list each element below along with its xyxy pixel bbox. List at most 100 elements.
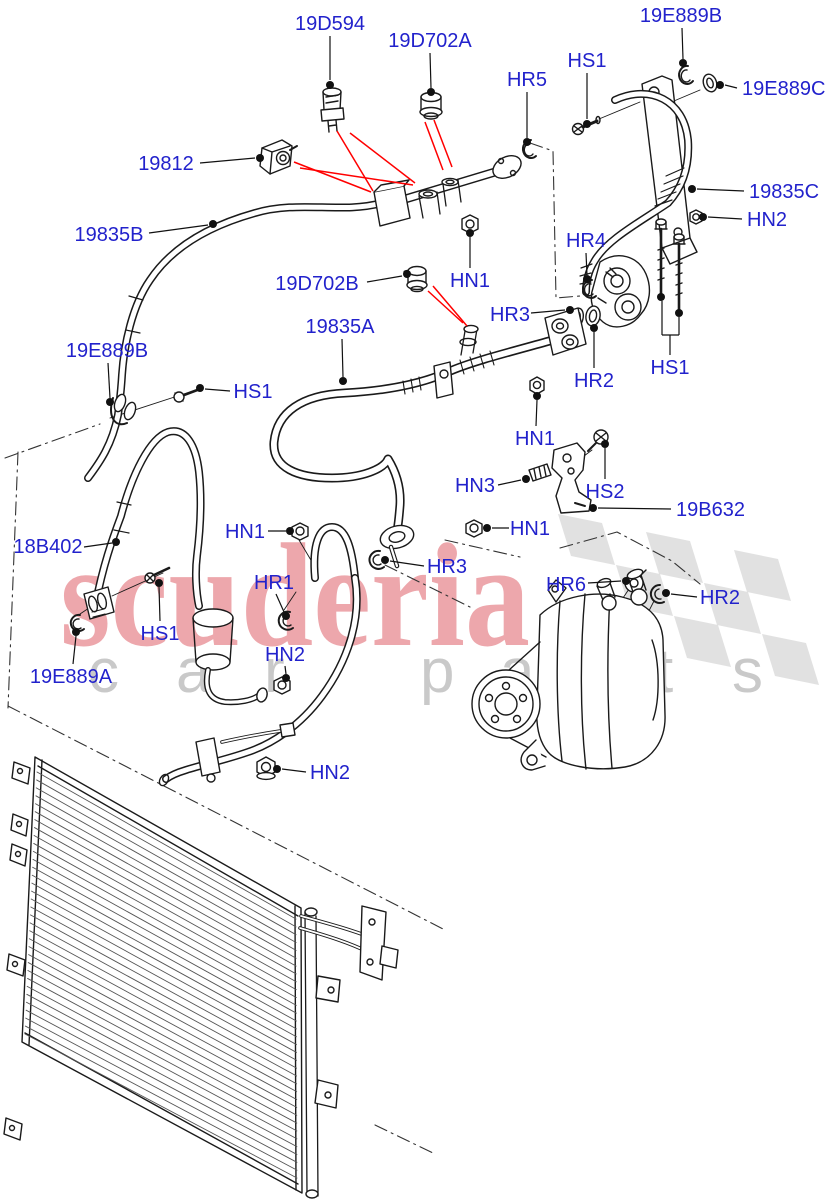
part-label-hn2[interactable]: HN2 — [265, 644, 305, 666]
part-label-19812[interactable]: 19812 — [138, 153, 194, 175]
illustration — [3, 64, 718, 1199]
condenser-illustration — [3, 756, 399, 1199]
nut-hn1-left — [291, 522, 309, 541]
part-label-hs1[interactable]: HS1 — [234, 381, 273, 403]
receiver-drier — [192, 608, 268, 706]
hook-hr2-bottom — [649, 583, 665, 604]
part-label-19d702a[interactable]: 19D702A — [388, 30, 472, 52]
leader-line — [199, 157, 256, 164]
flag-square — [734, 550, 791, 601]
leader-dot — [622, 577, 630, 585]
leader-dot — [657, 293, 665, 301]
port-block — [590, 255, 651, 328]
leader-line — [107, 362, 111, 399]
watermark: scuderia carparts — [60, 514, 819, 706]
part-label-19835c[interactable]: 19835C — [749, 181, 819, 203]
leader-dot — [282, 612, 290, 620]
leader-dot — [326, 81, 334, 89]
part-label-19835b[interactable]: 19835B — [75, 224, 144, 246]
part-label-hr4[interactable]: HR4 — [566, 230, 606, 252]
leader-line — [585, 252, 588, 276]
leader-dot — [155, 579, 163, 587]
bolts-hs1-right — [654, 218, 686, 314]
part-label-hr5[interactable]: HR5 — [507, 69, 547, 91]
leader-dot — [273, 765, 281, 773]
condenser-inlet-pipes — [298, 905, 399, 981]
hose-to-condenser — [158, 523, 361, 787]
clip-19e889b-top — [678, 64, 694, 85]
leader-dot — [72, 628, 80, 636]
part-label-hr2[interactable]: HR2 — [574, 370, 614, 392]
leader-dot — [483, 524, 491, 532]
leader-line — [681, 27, 684, 60]
leader-line — [587, 580, 622, 584]
part-label-hn1[interactable]: HN1 — [450, 270, 490, 292]
stud-hn3 — [528, 463, 552, 482]
leader-dot — [662, 589, 670, 597]
leader-dot — [403, 270, 411, 278]
install-indicator-line — [432, 285, 468, 327]
leader-dot — [601, 440, 609, 448]
hose-19835b — [84, 199, 386, 482]
clip-19e889b-left — [110, 393, 137, 426]
install-indicator-line — [293, 161, 372, 193]
part-label-hr2[interactable]: HR2 — [700, 587, 740, 609]
leader-line — [148, 224, 209, 234]
install-indicator-line — [433, 119, 453, 168]
part-label-hn3[interactable]: HN3 — [455, 475, 495, 497]
part-label-hs1[interactable]: HS1 — [141, 623, 180, 645]
compressor-illustration — [471, 568, 666, 771]
leader-line — [275, 593, 285, 613]
part-label-hs1[interactable]: HS1 — [568, 50, 607, 72]
leader-dot — [675, 309, 683, 317]
part-label-19d594[interactable]: 19D594 — [295, 13, 365, 35]
watermark-letter: p — [420, 637, 454, 706]
part-label-19b632[interactable]: 19B632 — [676, 499, 745, 521]
part-label-19d702b[interactable]: 19D702B — [275, 273, 358, 295]
leader-line — [535, 399, 538, 427]
leader-line — [597, 507, 672, 510]
leader-dot — [282, 674, 290, 682]
part-label-hn2[interactable]: HN2 — [747, 209, 787, 231]
leader-dot — [106, 398, 114, 406]
flag-square — [704, 583, 761, 634]
part-label-hr1[interactable]: HR1 — [254, 572, 294, 594]
part-label-hs2[interactable]: HS2 — [586, 481, 625, 503]
leader-dot — [112, 538, 120, 546]
leader-line — [389, 560, 425, 567]
leader-dot — [427, 88, 435, 96]
part-label-19e889c[interactable]: 19E889C — [742, 78, 825, 100]
part-label-19835a[interactable]: 19835A — [306, 316, 376, 338]
part-label-hn1[interactable]: HN1 — [225, 521, 265, 543]
leader-line — [670, 593, 698, 598]
part-label-hn2[interactable]: HN2 — [310, 762, 350, 784]
leader-dot — [533, 392, 541, 400]
flag-square — [674, 616, 731, 667]
hook-hr3-left — [368, 549, 385, 570]
part-label-19e889b[interactable]: 19E889B — [66, 340, 148, 362]
clip-19812 — [259, 139, 298, 175]
bolt-hs1-leftmid — [173, 387, 202, 403]
leader-line — [497, 479, 522, 486]
part-label-hs1[interactable]: HS1 — [651, 357, 690, 379]
pipe-19835a — [269, 307, 587, 569]
part-label-hr3[interactable]: HR3 — [427, 556, 467, 578]
leader-dot — [256, 154, 264, 162]
leader-dot — [679, 59, 687, 67]
leader-dot — [286, 527, 294, 535]
part-label-hn1[interactable]: HN1 — [510, 518, 550, 540]
leader-line — [696, 188, 745, 192]
part-label-18b402[interactable]: 18B402 — [14, 536, 83, 558]
leader-dot — [716, 81, 724, 89]
part-label-hr3[interactable]: HR3 — [490, 304, 530, 326]
bracket-19b632 — [551, 442, 592, 514]
part-label-19e889a[interactable]: 19E889A — [30, 666, 113, 688]
leader-line — [281, 768, 307, 773]
part-labels: 19D594 19D702A 19E889B HS1 19E889C HR5 19812 19… — [14, 5, 826, 784]
part-label-hn1[interactable]: HN1 — [515, 428, 555, 450]
valve-cap-19d702a — [419, 91, 443, 120]
part-label-19e889b[interactable]: 19E889B — [640, 5, 722, 27]
flag-square — [558, 514, 615, 565]
part-label-hr6[interactable]: HR6 — [546, 574, 586, 596]
leader-dot — [589, 504, 597, 512]
